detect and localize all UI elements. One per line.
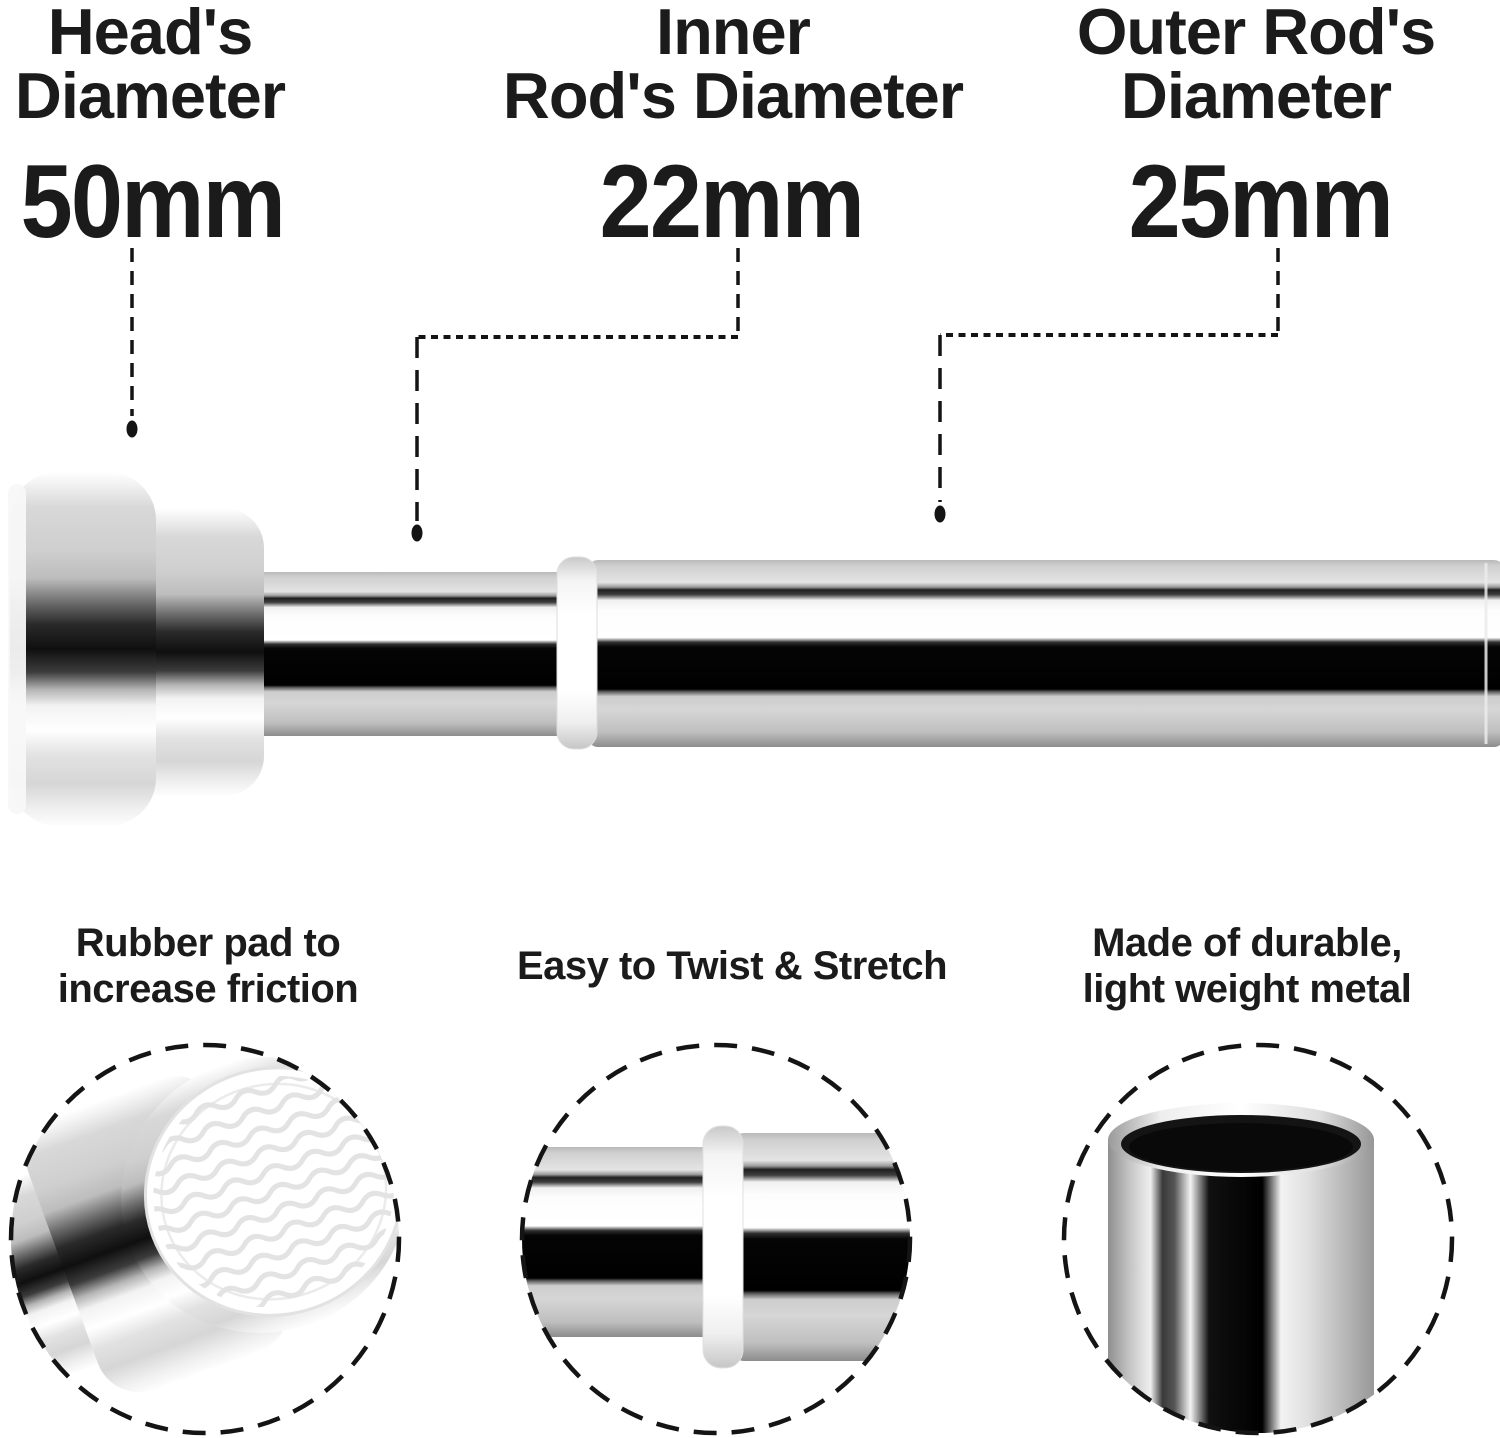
tension-rod-illustration <box>8 472 1500 826</box>
leader-line-head-diameter <box>126 248 138 438</box>
dashed-circle-tube-end <box>1061 1042 1455 1436</box>
measurement-value-outer-rod: 25mm <box>1128 144 1393 260</box>
measurement-label-head-line2: Diameter <box>14 59 286 132</box>
measurement-label-head: Head's Diameter <box>0 0 450 128</box>
outer-rod-closeup <box>732 1133 910 1361</box>
feature-caption-rubber-pad: Rubber pad to increase friction <box>0 918 518 1014</box>
inner-rod <box>250 572 580 736</box>
head-cap-tilted <box>11 1054 399 1393</box>
measurement-label-head-line1: Head's <box>47 0 254 68</box>
detail-circle-tube-end <box>1061 1042 1455 1436</box>
feature-caption-twist-stretch-line1: Easy to Twist & Stretch <box>516 944 948 988</box>
measurement-label-outer-rod-line1: Outer Rod's <box>1076 0 1436 68</box>
measurement-value-inner-rod: 22mm <box>599 144 864 260</box>
leader-line-inner-rod-diameter <box>411 248 740 542</box>
white-collar-closeup <box>702 1125 744 1369</box>
feature-caption-durable-metal-line1: Made of durable, <box>1092 921 1402 965</box>
leader-dot-inner-rod <box>411 524 423 542</box>
leader-lines <box>126 248 1280 542</box>
measurement-label-outer-rod: Outer Rod's Diameter <box>956 0 1500 128</box>
feature-caption-durable-metal-line2: light weight metal <box>1082 967 1412 1011</box>
feature-caption-twist-stretch: Easy to Twist & Stretch <box>422 918 1042 1014</box>
detail-circle-joint <box>519 1042 913 1436</box>
rubber-pad-edge <box>8 484 26 814</box>
head-cap-front-disc <box>10 472 156 826</box>
measurement-label-inner-rod: Inner Rod's Diameter <box>433 0 1033 128</box>
inner-rod-closeup <box>522 1147 710 1337</box>
measurement-value-head: 50mm <box>20 144 285 260</box>
feature-caption-rubber-pad-line2: increase friction <box>57 967 359 1011</box>
measurement-label-inner-rod-line1: Inner <box>656 0 811 68</box>
dashed-circle-joint <box>519 1042 913 1436</box>
outer-rod <box>588 560 1500 747</box>
measurement-label-inner-rod-line2: Rod's Diameter <box>502 59 964 132</box>
tube-opening-depth <box>1129 1123 1353 1171</box>
tube-body <box>1108 1139 1374 1433</box>
white-collar <box>556 556 598 750</box>
leader-dot-head <box>126 420 138 438</box>
dashed-circle-rubber-pad <box>8 1042 402 1436</box>
measurement-label-outer-rod-line2: Diameter <box>1120 59 1392 132</box>
feature-caption-durable-metal: Made of durable, light weight metal <box>937 918 1500 1014</box>
leader-line-outer-rod-diameter <box>934 248 1280 523</box>
detail-circle-rubber-pad <box>8 1042 402 1436</box>
leader-dot-outer-rod <box>934 505 946 523</box>
feature-caption-rubber-pad-line1: Rubber pad to <box>75 921 341 965</box>
